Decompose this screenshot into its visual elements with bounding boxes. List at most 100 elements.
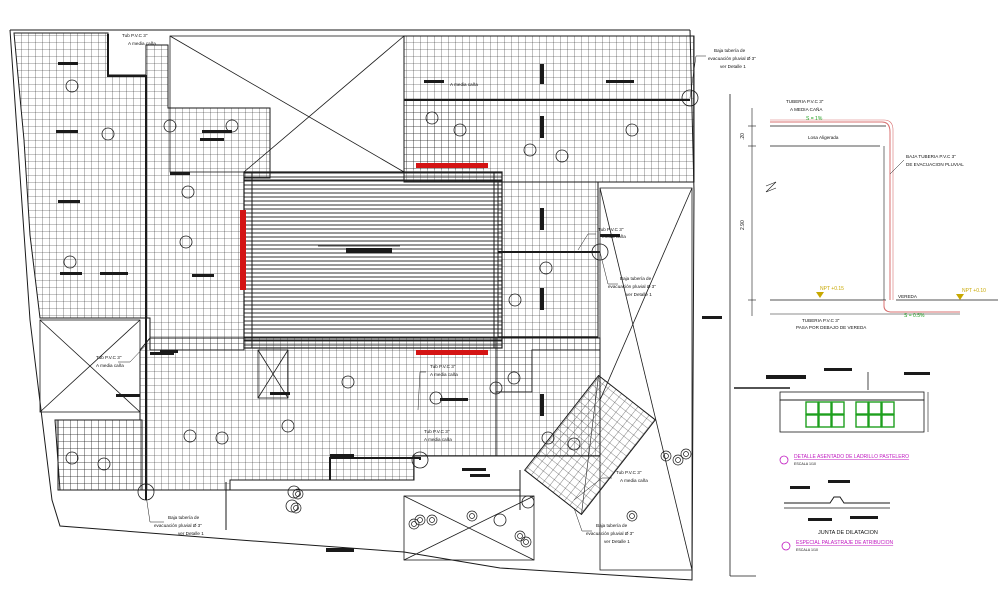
tree-outer-ring — [672, 454, 684, 466]
label-blocks — [56, 62, 634, 477]
tree-outer-ring — [426, 514, 438, 526]
note-pvc-center-2: media caña — [602, 234, 626, 239]
detail1-baja-sub: DE EVACUACION PLUVIAL — [906, 162, 964, 167]
drain-circle — [453, 123, 467, 137]
detail1-dim-2: 2.90 — [740, 220, 746, 230]
detail2-title: DETALLE ASENTADO DE LADRILLO PASTELERO — [794, 454, 909, 460]
drain-circle — [493, 513, 507, 527]
svg-text:A media caña: A media caña — [424, 437, 452, 442]
tree-inner-ring — [523, 539, 529, 545]
detail1-pipe-top-sub: A MEDIA CAÑA — [790, 106, 823, 112]
drain-circle — [215, 431, 229, 445]
tree-icon — [290, 502, 302, 514]
note-bajada-br-3: ver Detalle 1 — [604, 539, 630, 544]
tree-icon — [514, 530, 526, 542]
note-bajada-bl-2: evacuación pluvial Ø 3" — [154, 523, 202, 528]
drain-circle — [681, 89, 699, 107]
svg-text:A media caña: A media caña — [128, 41, 156, 46]
drain-circle — [281, 419, 295, 433]
brick-cell — [881, 414, 895, 428]
tree-inner-ring — [429, 517, 435, 523]
label-block — [540, 288, 544, 310]
brick-cell — [855, 401, 869, 415]
tree-icon — [408, 518, 420, 530]
note-pvc-top-1: Tub P.V.C 3" — [122, 33, 148, 38]
note-media-cana-a: A media caña — [450, 82, 478, 87]
drain-circle — [521, 495, 535, 509]
label-block — [540, 116, 544, 138]
drain-circle — [181, 185, 195, 199]
brick-cell — [805, 401, 819, 415]
brick-cell — [881, 401, 895, 415]
brick-cell — [868, 414, 882, 428]
note-pvc-top-2: A media caña — [128, 41, 156, 46]
detail-2-brick-paving: DETALLE ASENTADO DE LADRILLO PASTELERO E… — [734, 368, 930, 466]
svg-text:ver Detalle 1: ver Detalle 1 — [604, 539, 630, 544]
label-block — [462, 468, 486, 471]
drain-circle — [507, 371, 521, 385]
red-gutter-marks — [240, 163, 488, 355]
note-bajada-bl-1: Baja tubería de — [168, 515, 200, 520]
svg-text:Tub P.V.C 3": Tub P.V.C 3" — [598, 227, 624, 232]
svg-text:media caña: media caña — [602, 234, 626, 239]
svg-text:ver Detalle 1: ver Detalle 1 — [626, 292, 652, 297]
drain-circle — [539, 261, 553, 275]
note-pvc-left-1: Tub P.V.C 3" — [96, 355, 122, 360]
drainage-pipes — [107, 34, 690, 500]
label-block — [424, 80, 444, 83]
tree-inner-ring — [629, 513, 635, 519]
label-block — [100, 272, 128, 275]
svg-text:evacuación pluvial Ø 3": evacuación pluvial Ø 3" — [154, 523, 202, 528]
detail1-slope: S = 1% — [806, 116, 823, 122]
detail2-scale: ESCALA 1/10 — [794, 462, 816, 466]
tree-symbols — [290, 448, 692, 548]
detail3-scale: ESCALA 1/10 — [796, 548, 818, 552]
note-bajada-tr-3: ver Detalle 1 — [720, 64, 746, 69]
drain-circle — [341, 375, 355, 389]
roof-area-north-strip — [404, 100, 484, 170]
roof-tiled-areas — [13, 32, 695, 491]
label-block — [170, 172, 190, 175]
tree-outer-ring — [680, 448, 692, 460]
note-pvc-lower-1: Tub P.V.C 3" — [424, 429, 450, 434]
svg-text:A media caña: A media caña — [620, 478, 648, 483]
label-block — [58, 62, 78, 65]
label-block — [600, 234, 620, 237]
tree-inner-ring — [293, 505, 299, 511]
note-pvc-right-mid-2: A media caña — [430, 372, 458, 377]
tree-inner-ring — [683, 451, 689, 457]
drain-circle — [101, 127, 115, 141]
label-block — [540, 208, 544, 230]
svg-text:Tub P.V.C 3": Tub P.V.C 3" — [616, 470, 642, 475]
detail-1-drain-section: .20 2.90 TUBERIA P.V.C 3" A MEDIA CAÑA S… — [740, 99, 998, 330]
label-block — [470, 474, 490, 477]
detail-3-expansion-joint: JUNTA DE DILATACION ESPECIAL PALASTRAJE … — [781, 480, 894, 552]
detail1-npt-left: NPT +0.15 — [820, 286, 844, 292]
tree-icon — [660, 450, 672, 462]
brick-cell — [818, 401, 832, 415]
note-pvc-br-2: A media caña — [620, 478, 648, 483]
note-bajada-center-3: ver Detalle 1 — [626, 292, 652, 297]
tree-inner-ring — [469, 513, 475, 519]
tree-outer-ring — [414, 514, 426, 526]
label-block — [202, 130, 232, 133]
drain-circle — [179, 235, 193, 249]
label-block — [200, 138, 224, 141]
tree-outer-ring — [408, 518, 420, 530]
drain-circle — [555, 149, 569, 163]
tree-inner-ring — [411, 521, 417, 527]
svg-text:Tub P.V.C 3": Tub P.V.C 3" — [96, 355, 122, 360]
label-block — [540, 64, 544, 84]
note-bajada-tr-1: Baja tubería de — [714, 48, 746, 53]
drain-circle — [97, 457, 111, 471]
note-bajada-br-2: evacuación pluvial Ø 3" — [586, 531, 634, 536]
note-bajada-center-1: Baja tubería de — [620, 276, 652, 281]
tree-inner-ring — [675, 457, 681, 463]
tree-icon — [466, 510, 478, 522]
note-pvc-right-mid-1: Tub P.V.C 3" — [430, 364, 456, 369]
label-block — [606, 80, 634, 83]
central-hatched-roof — [243, 171, 503, 349]
svg-text:A media caña: A media caña — [96, 363, 124, 368]
brick-cell — [818, 414, 832, 428]
label-block — [330, 454, 354, 457]
